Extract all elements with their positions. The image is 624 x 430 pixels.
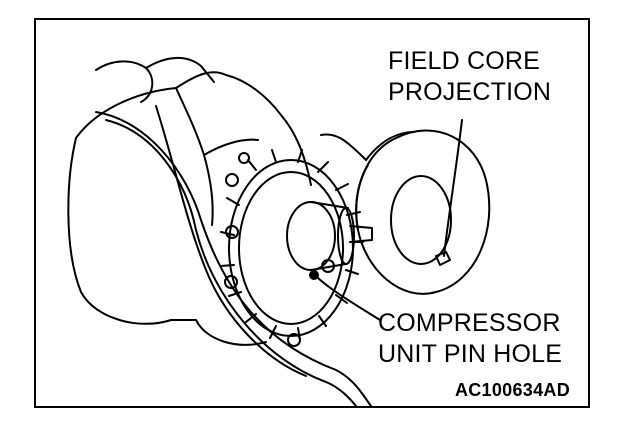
compressor-body-top (75, 71, 227, 139)
field-core-bore (390, 175, 452, 265)
housing-ridge (175, 87, 214, 226)
field-core-projection-label: FIELD CORE PROJECTION (388, 46, 551, 108)
housing-teeth (220, 149, 364, 341)
diagram-frame: FIELD CORE PROJECTION COMPRESSOR UNIT PI… (34, 18, 590, 408)
leader-field-core (443, 119, 463, 257)
pin-hole-label-line1: COMPRESSOR (378, 309, 561, 337)
field-core-projection (435, 251, 451, 266)
compressor-illustration (67, 57, 491, 406)
lead-wire (95, 111, 372, 406)
compressor-unit-pin-hole-label: COMPRESSOR UNIT PIN HOLE (378, 308, 562, 370)
compressor-body (67, 137, 267, 346)
leader-pin-hole (317, 277, 381, 321)
field-core-label-line2: PROJECTION (388, 78, 552, 106)
mounting-bracket (95, 60, 154, 103)
figure-code: AC100634AD (454, 380, 570, 400)
pin-hole-label-line2: UNIT PIN HOLE (378, 340, 563, 368)
field-core-label-line1: FIELD CORE (388, 47, 541, 75)
shaft-boss (286, 201, 336, 271)
field-core-outer (355, 129, 491, 295)
pin-hole (309, 270, 319, 280)
field-core-rim (365, 131, 415, 161)
